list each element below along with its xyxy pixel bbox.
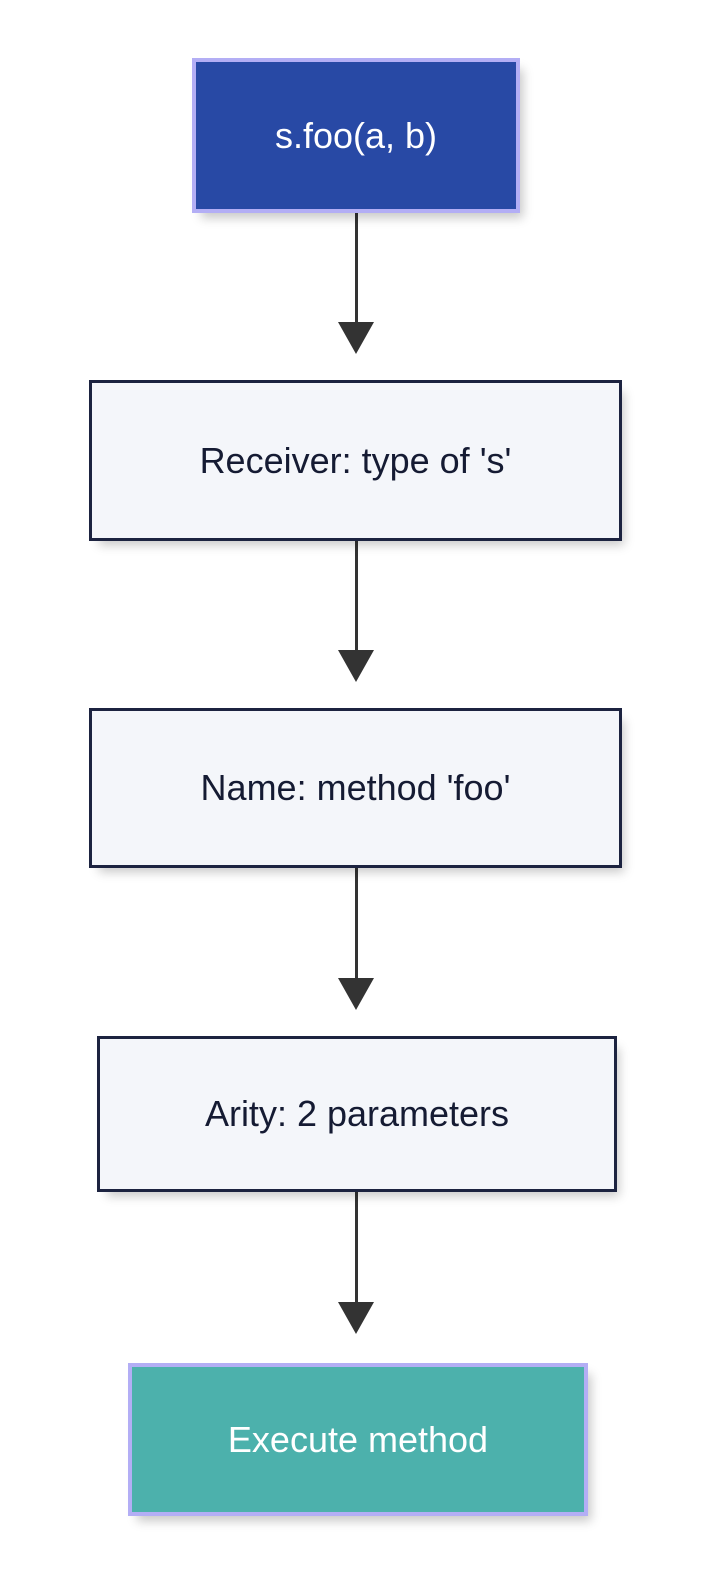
node-label: Name: method 'foo'	[200, 767, 511, 809]
node-call-expression[interactable]: s.foo(a, b)	[192, 58, 520, 213]
node-label: Receiver: type of 's'	[199, 439, 512, 481]
edge-line	[355, 541, 358, 666]
node-label: Arity: 2 parameters	[204, 1093, 510, 1135]
arrowhead-icon	[338, 650, 374, 682]
node-receiver[interactable]: Receiver: type of 's'	[89, 380, 622, 541]
node-label: s.foo(a, b)	[274, 114, 438, 156]
edge-line	[355, 213, 358, 324]
node-label: Execute method	[227, 1418, 489, 1460]
edge-line	[355, 868, 358, 994]
arrowhead-icon	[338, 1302, 374, 1334]
node-execute-method[interactable]: Execute method	[128, 1363, 588, 1516]
node-method-name[interactable]: Name: method 'foo'	[89, 708, 622, 868]
node-arity[interactable]: Arity: 2 parameters	[97, 1036, 617, 1192]
edge-line	[355, 1192, 358, 1322]
arrowhead-icon	[338, 978, 374, 1010]
arrowhead-icon	[338, 322, 374, 354]
